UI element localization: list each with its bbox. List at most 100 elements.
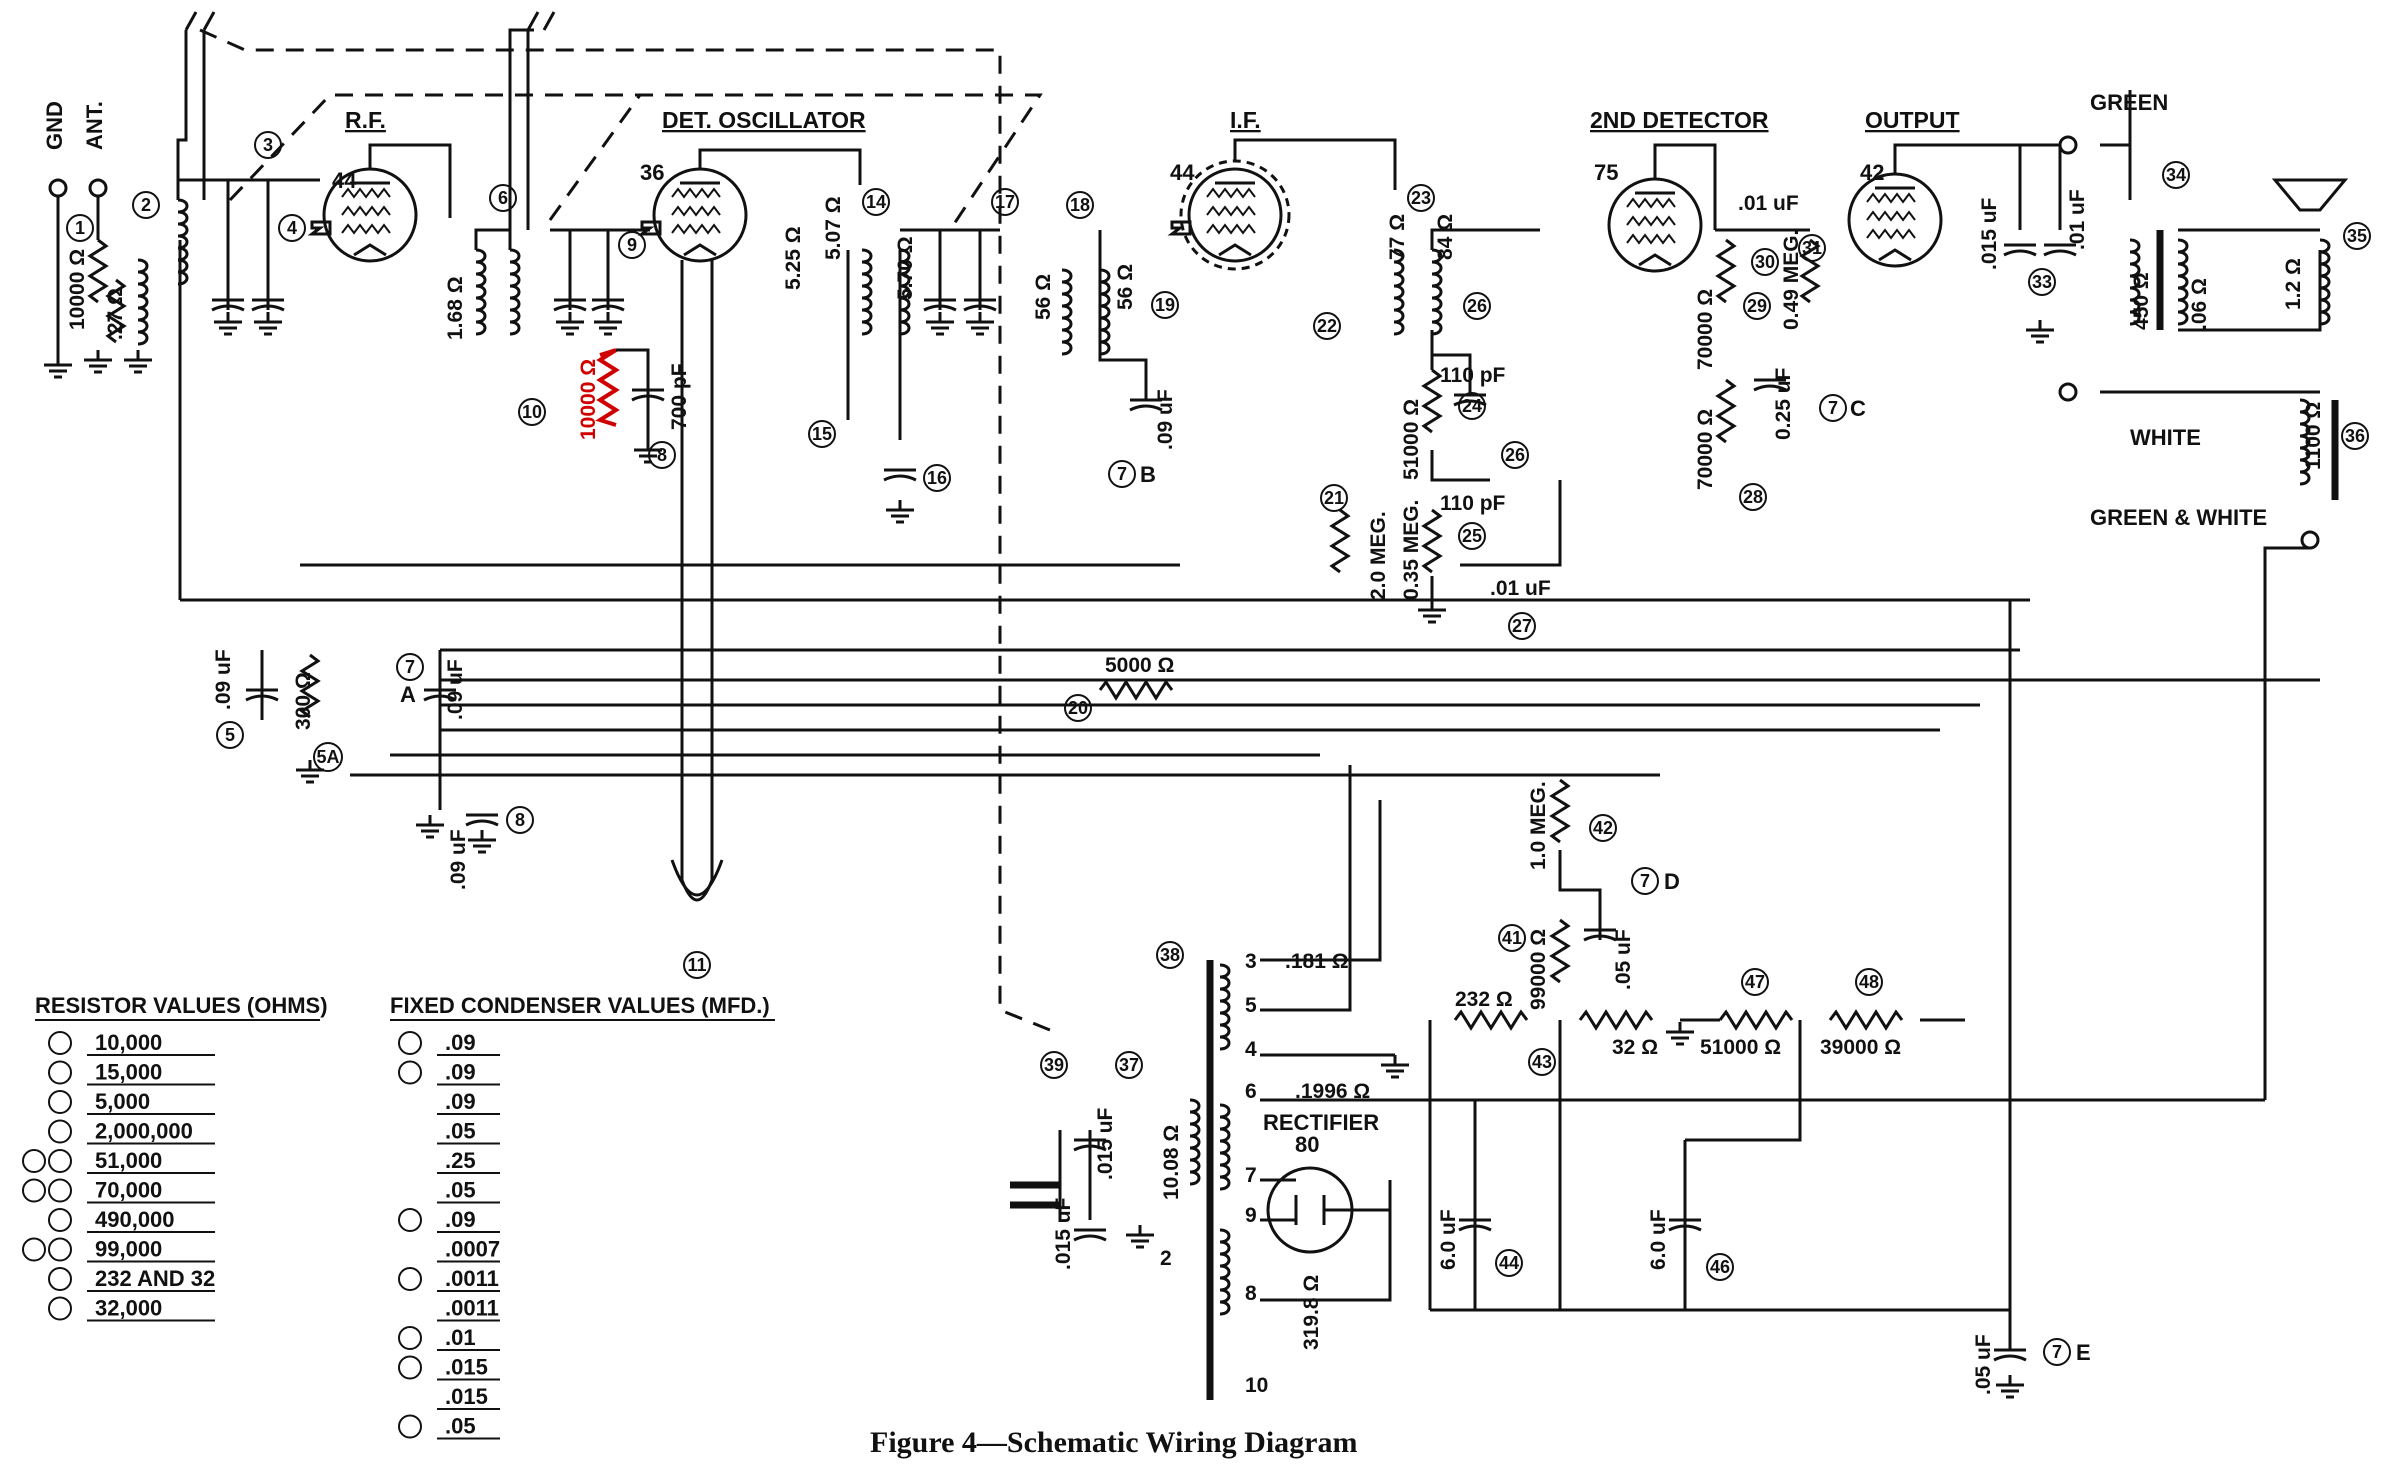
callout-24: 24	[1458, 392, 1486, 420]
ref-number: 7	[406, 1066, 414, 1082]
callout-47: 47	[1741, 968, 1769, 996]
ref-badge	[398, 1267, 422, 1291]
callout-43: 43	[1528, 1048, 1556, 1076]
table-row: 10 15,000	[48, 1060, 215, 1086]
pin5-label: 5	[1245, 994, 1257, 1017]
ref-number: 10	[52, 1066, 68, 1082]
svg-text:E: E	[2076, 1340, 2091, 1365]
pin3-label: 3	[1245, 950, 1257, 973]
table-row: 41 42 99,000	[22, 1237, 215, 1263]
callout-15: 15	[808, 420, 836, 448]
gnd-label: GND	[42, 101, 67, 150]
ref-badge	[398, 1031, 422, 1055]
c26b-value: 110 pF	[1440, 492, 1506, 515]
callout-46: 46	[1706, 1253, 1734, 1281]
ref-badge	[398, 1326, 422, 1350]
callout-42: 42	[1589, 814, 1617, 842]
callout-7a: 7A	[396, 653, 424, 707]
ref-badge	[48, 1090, 72, 1114]
callout-bubbles: 1 2 3 4 5 5A 6 7A 8 8 9 10 11 14 15 16 1…	[66, 131, 2371, 1366]
svg-text:46: 46	[1710, 1257, 1730, 1277]
r24-value: 51000 Ω	[1400, 399, 1423, 480]
callout-26a: 26	[1463, 292, 1491, 320]
svg-text:21: 21	[1324, 488, 1344, 508]
callout-27: 27	[1508, 612, 1536, 640]
svg-text:10: 10	[522, 402, 542, 422]
callout-26b: 26	[1501, 441, 1529, 469]
svg-text:7: 7	[1640, 871, 1650, 891]
if-tube-number: 44	[1170, 160, 1195, 185]
ref-badge	[398, 1355, 422, 1380]
callout-19: 19	[1151, 291, 1179, 319]
table-row: 45.05	[398, 1414, 500, 1440]
svg-text:27: 27	[1512, 616, 1532, 636]
svg-text:34: 34	[2166, 165, 2186, 185]
resistor-10-highlight	[595, 348, 620, 427]
ref-badge	[48, 1267, 72, 1291]
ref-badge	[398, 1414, 422, 1439]
table-value: 15,000	[95, 1060, 162, 1085]
callout-5a: 5A	[313, 742, 343, 772]
svg-text:36: 36	[2345, 426, 2365, 446]
ref-number: 24	[26, 1154, 42, 1170]
r48-value: 39000 Ω	[1820, 1036, 1901, 1059]
callout-38: 38	[1156, 941, 1184, 969]
svg-text:3: 3	[263, 135, 273, 155]
table-value: .05	[445, 1178, 476, 1203]
table-value: .09	[445, 1030, 476, 1055]
callout-34: 34	[2162, 161, 2190, 189]
ref-number: 5	[406, 1036, 414, 1052]
r47-value: 51000 Ω	[1700, 1036, 1781, 1059]
r1-value: 10000 Ω	[66, 249, 89, 330]
r31-value: 0.49 MEG.	[1780, 230, 1803, 330]
pin6-label: 6	[1245, 1080, 1257, 1103]
svg-text:18: 18	[1070, 195, 1090, 215]
c30-value: .01 uF	[1738, 192, 1799, 215]
rectifier-label: RECTIFIER	[1263, 1110, 1379, 1135]
if-stage-label: I.F.	[1230, 107, 1261, 133]
svg-text:24: 24	[1462, 396, 1482, 416]
callout-36: 36	[2341, 422, 2369, 450]
svg-text:37: 37	[1119, 1055, 1139, 1075]
c39a-value: .015 uF	[1094, 1107, 1117, 1180]
svg-text:35: 35	[2347, 226, 2367, 246]
c7a-value: .09 uF	[444, 659, 467, 720]
callout-5: 5	[216, 721, 244, 749]
ref-number: 28	[26, 1184, 42, 1200]
ref-number: 8	[406, 1213, 414, 1229]
coil450-value: 450 Ω	[2130, 272, 2153, 330]
ref-badge	[48, 1296, 72, 1321]
svg-text:7: 7	[1117, 464, 1127, 484]
c27-value: .01 uF	[1490, 577, 1551, 600]
table-value: 10,000	[95, 1030, 162, 1055]
r43a-value: 232 Ω	[1455, 988, 1513, 1011]
coil12-value: 1.2 Ω	[2282, 258, 2305, 310]
table-value: .0011	[445, 1266, 499, 1291]
r5a-value: 300 Ω	[292, 672, 315, 730]
callout-44: 44	[1495, 1249, 1523, 1277]
table-row: .05	[437, 1178, 500, 1204]
svg-text:5A: 5A	[316, 747, 339, 767]
table-row: .09	[437, 1089, 500, 1115]
svg-text:28: 28	[1743, 487, 1763, 507]
ref-number: 41	[26, 1243, 42, 1259]
table-value: 99,000	[95, 1237, 162, 1262]
ref-number: 42	[52, 1243, 68, 1259]
svg-text:C: C	[1850, 396, 1866, 421]
det2-tube-75	[1607, 177, 1703, 273]
ref-number: 1	[56, 1036, 64, 1052]
callout-14: 14	[862, 188, 890, 216]
condenser-table-title: FIXED CONDENSER VALUES (MFD.)	[390, 993, 770, 1018]
svg-text:5: 5	[225, 725, 235, 745]
table-value: 70,000	[95, 1178, 162, 1203]
table-value: .09	[445, 1207, 476, 1232]
pin4-label: 4	[1245, 1038, 1257, 1061]
ref-badge	[22, 1178, 46, 1203]
svg-text:25: 25	[1462, 526, 1482, 546]
c7e-value: .05 uF	[1972, 1334, 1995, 1395]
